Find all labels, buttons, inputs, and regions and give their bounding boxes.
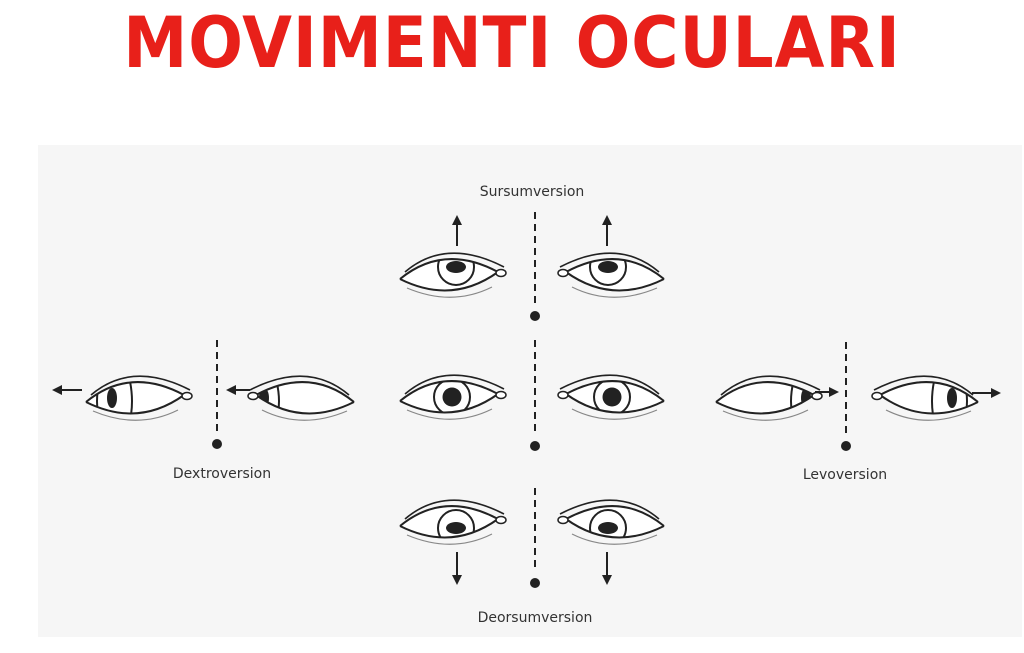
- page-title: MOVIMENTI OCULARI: [123, 2, 901, 84]
- lower-eyelid: [399, 518, 499, 539]
- lower-eyelid: [255, 394, 355, 415]
- eye-dextro-right: [85, 375, 193, 421]
- upper-eyelid: [715, 381, 815, 403]
- iris: [589, 509, 627, 538]
- tear-duct: [871, 391, 883, 401]
- lower-eyelid: [565, 393, 665, 414]
- label-dextroversion: Dextroversion: [173, 466, 271, 482]
- iris: [437, 509, 475, 538]
- up-fixation-dot: [530, 311, 540, 321]
- eyelid-crease: [90, 375, 191, 396]
- down-fixation-dot: [530, 578, 540, 588]
- eye-down-left: [557, 499, 665, 545]
- eye-primary-left: [557, 374, 665, 420]
- iris: [931, 382, 968, 414]
- upper-eyelid: [85, 381, 185, 403]
- levo-fixation-dot: [841, 441, 851, 451]
- eyelid-crease: [249, 375, 350, 396]
- diagram-panel: [38, 145, 1022, 637]
- tear-duct: [557, 390, 569, 400]
- eye-dextro-left: [247, 375, 355, 421]
- lower-eyelid: [85, 394, 185, 415]
- upper-eyelid: [255, 381, 355, 403]
- tear-duct: [181, 391, 193, 401]
- eye-levo-left: [871, 375, 979, 421]
- tear-duct: [495, 268, 507, 278]
- lower-eyelid: [565, 518, 665, 539]
- tear-duct: [247, 391, 259, 401]
- label-deorsumversion: Deorsumversion: [478, 610, 593, 626]
- eye-up-left: [557, 252, 665, 298]
- eye-down-right: [399, 499, 507, 545]
- eyelid-crease: [404, 252, 505, 273]
- tear-duct: [557, 268, 569, 278]
- eyelid-crease: [873, 375, 974, 396]
- iris: [437, 259, 475, 286]
- eyelid-crease: [404, 374, 505, 395]
- upper-eyelid: [565, 380, 665, 402]
- eye-up-right: [399, 252, 507, 298]
- tear-duct: [811, 391, 823, 401]
- label-levoversion: Levoversion: [803, 467, 887, 483]
- eye-levo-right: [715, 375, 823, 421]
- dextro-fixation-dot: [212, 439, 222, 449]
- iris: [593, 381, 631, 413]
- lower-eyelid: [399, 393, 499, 414]
- lower-eyelid: [399, 271, 499, 292]
- upper-eyelid: [399, 505, 499, 527]
- upper-eyelid: [399, 380, 499, 402]
- iris: [433, 381, 471, 413]
- tear-duct: [495, 515, 507, 525]
- eyelid-crease: [720, 375, 821, 396]
- eyelid-crease: [559, 252, 660, 273]
- eyelid-crease: [559, 499, 660, 520]
- iris: [589, 259, 627, 286]
- upper-eyelid: [565, 258, 665, 280]
- primary-fixation-dot: [530, 441, 540, 451]
- upper-eyelid: [565, 505, 665, 527]
- upper-eyelid: [879, 381, 979, 403]
- tear-duct: [557, 515, 569, 525]
- tear-duct: [495, 390, 507, 400]
- upper-eyelid: [399, 258, 499, 280]
- eyelid-crease: [404, 499, 505, 520]
- lower-eyelid: [879, 394, 979, 415]
- eyelid-crease: [559, 374, 660, 395]
- eye-primary-right: [399, 374, 507, 420]
- lower-eyelid: [715, 394, 815, 415]
- lower-eyelid: [565, 271, 665, 292]
- iris: [96, 382, 133, 414]
- label-sursumversion: Sursumversion: [480, 184, 585, 200]
